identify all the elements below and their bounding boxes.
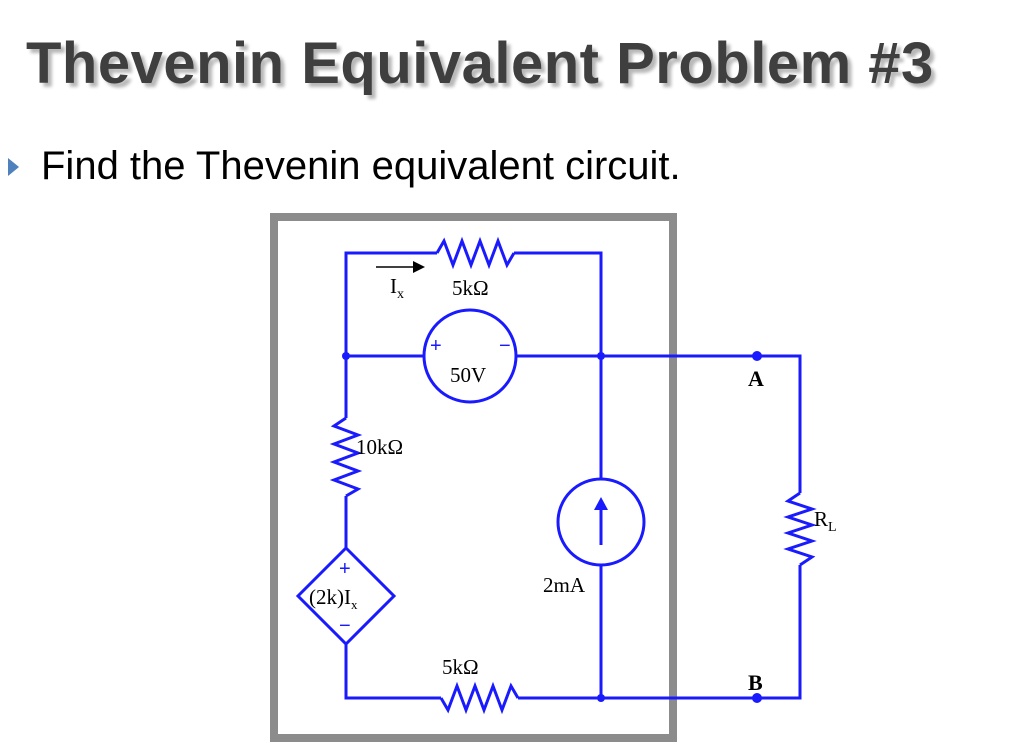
- i-source-label: 2mA: [543, 573, 586, 597]
- ix-label: Ix: [390, 274, 404, 302]
- left-10k-resistor: [329, 416, 363, 498]
- left-resistor-label: 10kΩ: [356, 435, 403, 459]
- junction-dot-right: [597, 352, 605, 360]
- bullet-text: Find the Thevenin equivalent circuit.: [41, 144, 681, 188]
- load-wire-bottom: [757, 565, 802, 700]
- v-source-minus: −: [499, 335, 511, 357]
- bottom-resistor-label: 5kΩ: [442, 655, 479, 679]
- load-wire-top: [757, 354, 802, 493]
- top-5k-resistor: [435, 236, 516, 270]
- node-b-label: B: [748, 670, 763, 695]
- thevenin-boundary-box: [270, 213, 677, 742]
- up-arrow-head-icon: [594, 497, 608, 510]
- slide-title: Thevenin Equivalent Problem #3: [26, 31, 934, 96]
- node-a-label: A: [748, 366, 764, 391]
- v-source-label: 50V: [450, 363, 486, 387]
- left-wire-bottom: [344, 644, 441, 700]
- bullet-item: Find the Thevenin equivalent circuit.: [8, 144, 681, 189]
- top-wire-left: [344, 251, 437, 356]
- dep-source-plus: +: [339, 558, 351, 580]
- top-resistor-label: 5kΩ: [452, 276, 489, 300]
- load-resistor-rl: [783, 491, 817, 567]
- terminal-a-dot: [752, 351, 762, 361]
- bottom-5k-resistor: [439, 681, 520, 715]
- v-source-plus: +: [430, 335, 442, 357]
- terminal-b-dot: [752, 693, 762, 703]
- dep-source-minus: −: [339, 615, 351, 637]
- junction-dot-bottom: [597, 694, 605, 702]
- dep-source-label: (2k)Ix: [309, 585, 358, 612]
- triangle-bullet-icon: [8, 157, 19, 176]
- top-wire-right: [514, 251, 603, 356]
- junction-dot-left: [342, 352, 350, 360]
- rl-label: RL: [814, 507, 837, 535]
